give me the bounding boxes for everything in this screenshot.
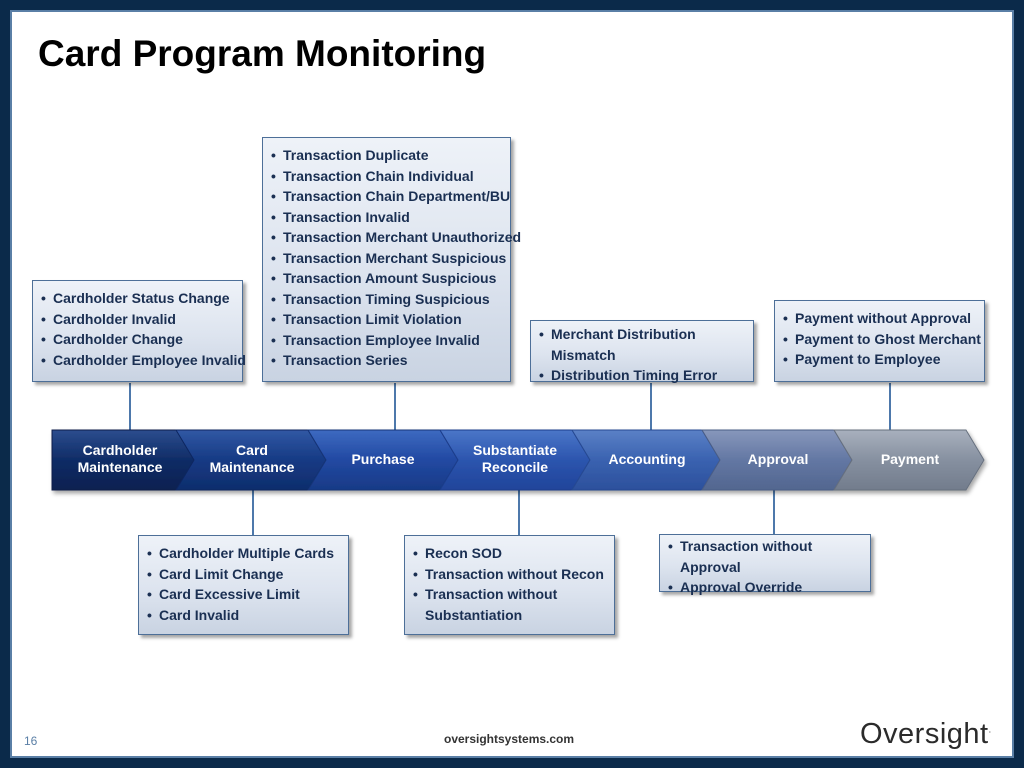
callout-item: Payment to Employee [781,349,978,370]
callout-item: Merchant Distribution Mismatch [537,324,747,365]
slide: Card Program Monitoring [10,10,1014,758]
footer-url: oversightsystems.com [444,732,575,746]
callout-cardholder-maintenance: Cardholder Status ChangeCardholder Inval… [32,280,246,382]
stage-label-accounting: Accounting [609,451,686,467]
callout-item: Approval Override [666,577,864,598]
callout-item: Cardholder Change [39,329,236,350]
logo-text: Oversight [860,718,989,750]
callout-item: Transaction Merchant Suspicious [269,248,506,269]
callout-item: Recon SOD [411,543,608,564]
callout-item: Payment to Ghost Merchant [781,329,981,350]
page-number: 16 [24,734,38,748]
callout-item: Transaction without Substantiation [411,584,608,625]
callout-list: Merchant Distribution MismatchDistributi… [537,324,747,386]
callout-accounting: Merchant Distribution MismatchDistributi… [530,320,754,385]
slide-title: Card Program Monitoring [38,33,487,74]
callout-list: Cardholder Status ChangeCardholder Inval… [39,288,246,371]
oversight-logo: Oversight. [860,718,992,751]
callout-item: Payment without Approval [781,308,978,329]
stage-label-purchase: Purchase [351,451,414,467]
callout-list: Recon SODTransaction without ReconTransa… [411,543,608,625]
logo-mark: . [988,724,992,735]
callout-item: Cardholder Invalid [39,309,236,330]
callout-substantiate-reconcile: Recon SODTransaction without ReconTransa… [404,535,615,635]
callout-item: Cardholder Employee Invalid [39,350,246,371]
callout-item: Transaction Duplicate [269,145,504,166]
callout-item: Transaction without Recon [411,564,608,585]
callout-item: Transaction Limit Violation [269,309,504,330]
stage-payment [833,429,985,491]
callout-item: Transaction Employee Invalid [269,330,504,351]
callout-item: Card Limit Change [145,564,342,585]
callout-item: Transaction Series [269,350,504,371]
callout-approval: Transaction without ApprovalApproval Ove… [659,534,871,597]
callout-item: Transaction Merchant Unauthorized [269,227,521,248]
stage-label-approval: Approval [748,451,809,467]
callout-item: Transaction Timing Suspicious [269,289,504,310]
callout-item: Transaction Chain Individual [269,166,504,187]
stage-label-payment: Payment [881,451,940,467]
callout-item: Cardholder Multiple Cards [145,543,342,564]
callout-list: Cardholder Multiple CardsCard Limit Chan… [145,543,342,625]
callout-item: Card Excessive Limit [145,584,342,605]
callout-purchase: Transaction DuplicateTransaction Chain I… [262,137,521,382]
callout-item: Transaction Invalid [269,207,504,228]
callout-item: Distribution Timing Error [537,365,747,386]
callout-item: Transaction Amount Suspicious [269,268,504,289]
callout-item: Transaction without Approval [666,536,864,577]
callout-card-maintenance: Cardholder Multiple CardsCard Limit Chan… [138,535,349,635]
callout-list: Transaction without ApprovalApproval Ove… [666,536,864,598]
callout-list: Transaction DuplicateTransaction Chain I… [269,145,521,371]
callout-item: Cardholder Status Change [39,288,236,309]
callout-item: Transaction Chain Department/BU [269,186,510,207]
callout-item: Card Invalid [145,605,342,626]
